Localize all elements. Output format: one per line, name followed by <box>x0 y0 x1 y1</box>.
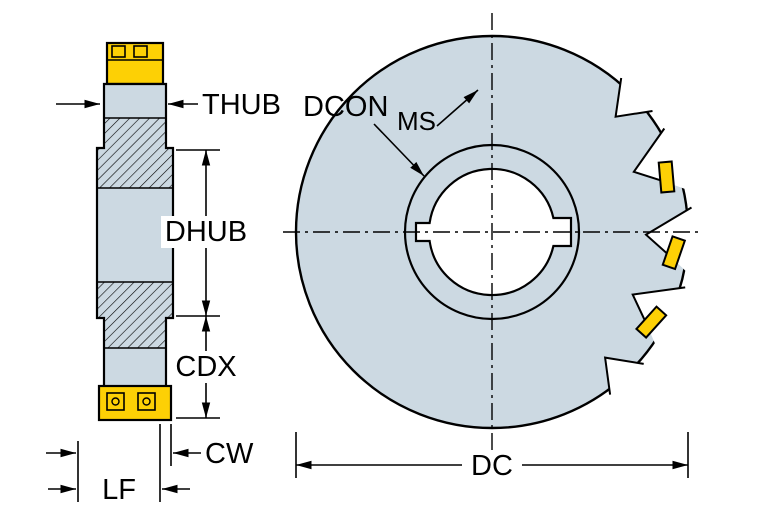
tooth-gash <box>633 128 689 191</box>
top-insert-screw-right <box>133 45 148 58</box>
hub-section-hatch-upper <box>96 117 174 189</box>
thub-label: THUB <box>202 89 281 121</box>
bottom-insert-screw-left <box>111 397 120 406</box>
dimensions: THUB DHUB CDX CW LF DCON MS DC <box>46 89 689 506</box>
hub-section-hatch-lower <box>96 281 174 349</box>
cdx-label-bg <box>172 351 240 383</box>
dcon-label: DCON <box>303 91 388 123</box>
cdx-label: CDX <box>175 351 236 383</box>
teeth-group <box>603 77 693 395</box>
bottom-insert-pocket-left <box>106 392 125 411</box>
tooth-notch <box>615 78 653 117</box>
bottom-insert-pocket-right <box>137 392 156 411</box>
side-view <box>95 41 175 422</box>
tooth-gash-edge <box>631 286 686 326</box>
milling-insert <box>657 160 676 194</box>
tooth-notch <box>605 357 644 395</box>
dc-label: DC <box>471 450 513 482</box>
tooth-notch-edge <box>614 77 653 118</box>
milling-insert <box>661 235 687 271</box>
cw-label: CW <box>205 438 254 470</box>
bottom-insert-screw-right <box>142 397 151 406</box>
dhub-label: DHUB <box>165 216 247 248</box>
top-insert <box>105 41 165 86</box>
lf-label: LF <box>102 474 136 506</box>
tooth-gash-edge <box>632 127 667 184</box>
tooth-notch-edge <box>603 356 644 395</box>
ms-label: MS <box>397 106 436 136</box>
dhub-label-bg <box>161 216 251 248</box>
ms-leader-arrow <box>436 89 479 127</box>
dcon-leader-arrow <box>373 123 425 177</box>
milling-insert <box>635 305 668 340</box>
tooth-gash-edge <box>644 206 693 258</box>
top-insert-screw-left <box>111 45 126 58</box>
bottom-insert <box>97 384 173 422</box>
front-view <box>283 13 703 452</box>
